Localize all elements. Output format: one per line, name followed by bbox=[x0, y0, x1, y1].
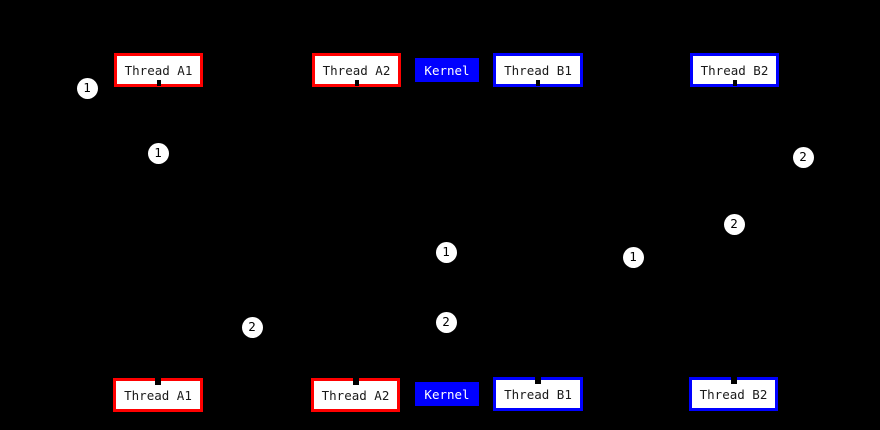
node-label: Thread A2 bbox=[321, 387, 390, 403]
step-badge: 1 bbox=[435, 241, 457, 263]
lifeline-tick bbox=[730, 377, 737, 384]
step-badge: 2 bbox=[241, 316, 263, 338]
node-label: Thread A2 bbox=[322, 62, 391, 78]
node-label: Thread A1 bbox=[124, 387, 192, 403]
node-label: Thread B1 bbox=[504, 62, 572, 78]
node-kernel-top: Kernel bbox=[415, 58, 479, 82]
step-badge: 1 bbox=[147, 142, 169, 164]
node-label: Thread B2 bbox=[699, 386, 768, 402]
step-badge: 2 bbox=[435, 311, 457, 333]
node-label: Kernel bbox=[424, 62, 470, 78]
lifeline-tick bbox=[352, 378, 359, 385]
node-thread-b1-top: Thread B1 bbox=[493, 53, 583, 87]
step-badge: 1 bbox=[622, 246, 644, 268]
lifeline-tick bbox=[535, 377, 541, 384]
step-badge: 2 bbox=[723, 213, 745, 235]
node-thread-b2-bottom: Thread B2 bbox=[689, 377, 778, 411]
node-thread-a1-bottom: Thread A1 bbox=[113, 378, 203, 412]
node-thread-b2-top: Thread B2 bbox=[690, 53, 779, 87]
lifeline-tick bbox=[155, 378, 161, 385]
node-thread-a2-top: Thread A2 bbox=[312, 53, 401, 87]
lifeline-tick bbox=[732, 80, 737, 86]
step-badge: 1 bbox=[76, 77, 98, 99]
step-badge: 2 bbox=[792, 146, 814, 168]
node-thread-a1-top: Thread A1 bbox=[114, 53, 203, 87]
lifeline-tick bbox=[156, 80, 161, 86]
node-label: Thread B2 bbox=[700, 62, 769, 78]
node-thread-a2-bottom: Thread A2 bbox=[311, 378, 400, 412]
node-label: Thread A1 bbox=[124, 62, 193, 78]
lifeline-tick bbox=[354, 80, 359, 86]
node-kernel-bottom: Kernel bbox=[415, 382, 479, 406]
node-label: Thread B1 bbox=[504, 386, 572, 402]
node-label: Kernel bbox=[424, 386, 470, 402]
node-thread-b1-bottom: Thread B1 bbox=[493, 377, 583, 411]
lifeline-tick bbox=[536, 80, 540, 86]
